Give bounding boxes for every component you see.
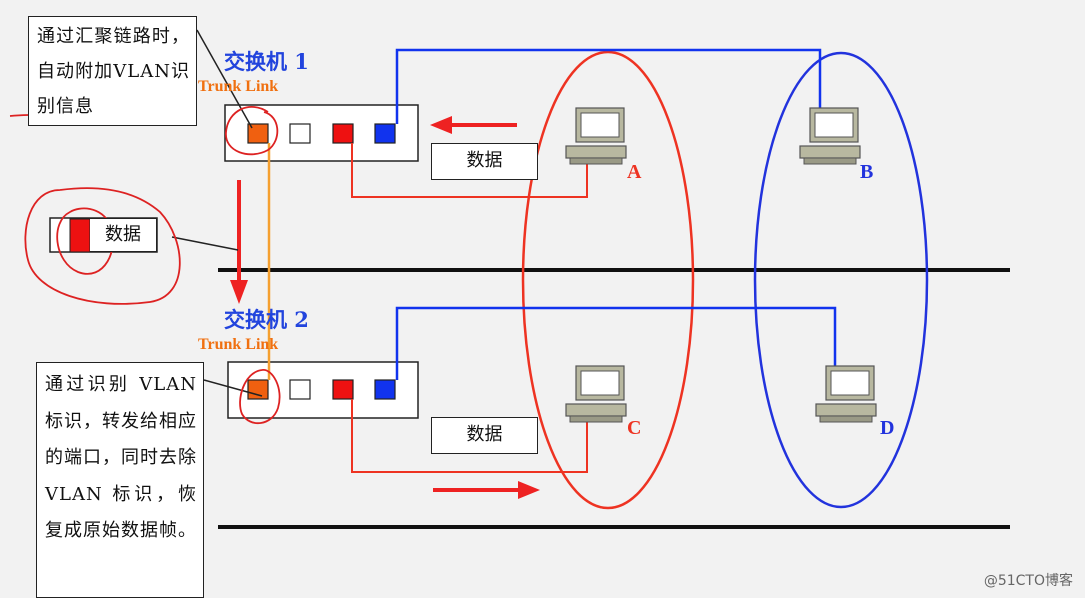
- note1-pointer: [196, 29, 253, 129]
- switch2-trunk-label: Trunk Link: [198, 336, 279, 353]
- vlan-tag-block: [69, 218, 91, 253]
- switch1-blue-cable: [395, 48, 822, 124]
- switch1-port-red: [332, 123, 354, 144]
- pc-a-icon: [565, 107, 627, 165]
- note-top: 通过汇聚链路时，自动附加VLAN识别信息: [28, 16, 197, 126]
- switch2-port-trunk: [247, 379, 269, 400]
- pc-b-icon: [799, 107, 861, 165]
- switch2-red-cable: [351, 399, 588, 473]
- switch2-title: 交换机 2: [224, 307, 309, 332]
- arrow-left-to-switch1: [430, 116, 517, 134]
- switch1-port-blue: [374, 123, 396, 144]
- middle-frame-pointer: [171, 236, 239, 251]
- data-frame-bottom: 数据: [431, 417, 538, 454]
- vlan-blue-ellipse: [753, 51, 929, 509]
- pc-a-label: A: [627, 161, 642, 183]
- pc-d-icon: [815, 365, 877, 423]
- watermark: @51CTO博客: [983, 573, 1073, 589]
- data-frame-middle: 数据: [90, 218, 157, 252]
- pc-c-icon: [565, 365, 627, 423]
- data-frame-top: 数据: [431, 143, 538, 180]
- switch1-red-cable: [351, 143, 588, 198]
- switch1-trunk-label: Trunk Link: [198, 78, 279, 95]
- pc-c-label: C: [627, 417, 642, 439]
- switch1-port-trunk: [247, 123, 269, 144]
- pc-b-label: B: [860, 161, 874, 183]
- switch2-port-blue: [374, 379, 396, 400]
- arrow-right-from-switch2: [433, 481, 540, 499]
- note2-pointer: [203, 379, 263, 397]
- pc-d-label: D: [880, 417, 895, 439]
- switch2-port-white: [289, 379, 311, 400]
- arrow-down-trunk: [230, 180, 248, 304]
- vlan-red-ellipse: [521, 50, 695, 510]
- switch1-title: 交换机 1: [224, 49, 309, 74]
- switch2-port-red: [332, 379, 354, 400]
- switch1-port-white: [289, 123, 311, 144]
- switch2-blue-cable: [395, 306, 837, 380]
- note-bottom: 通过识别 VLAN 标识，转发给相应的端口，同时去除 VLAN 标识，恢复成原始…: [36, 362, 204, 598]
